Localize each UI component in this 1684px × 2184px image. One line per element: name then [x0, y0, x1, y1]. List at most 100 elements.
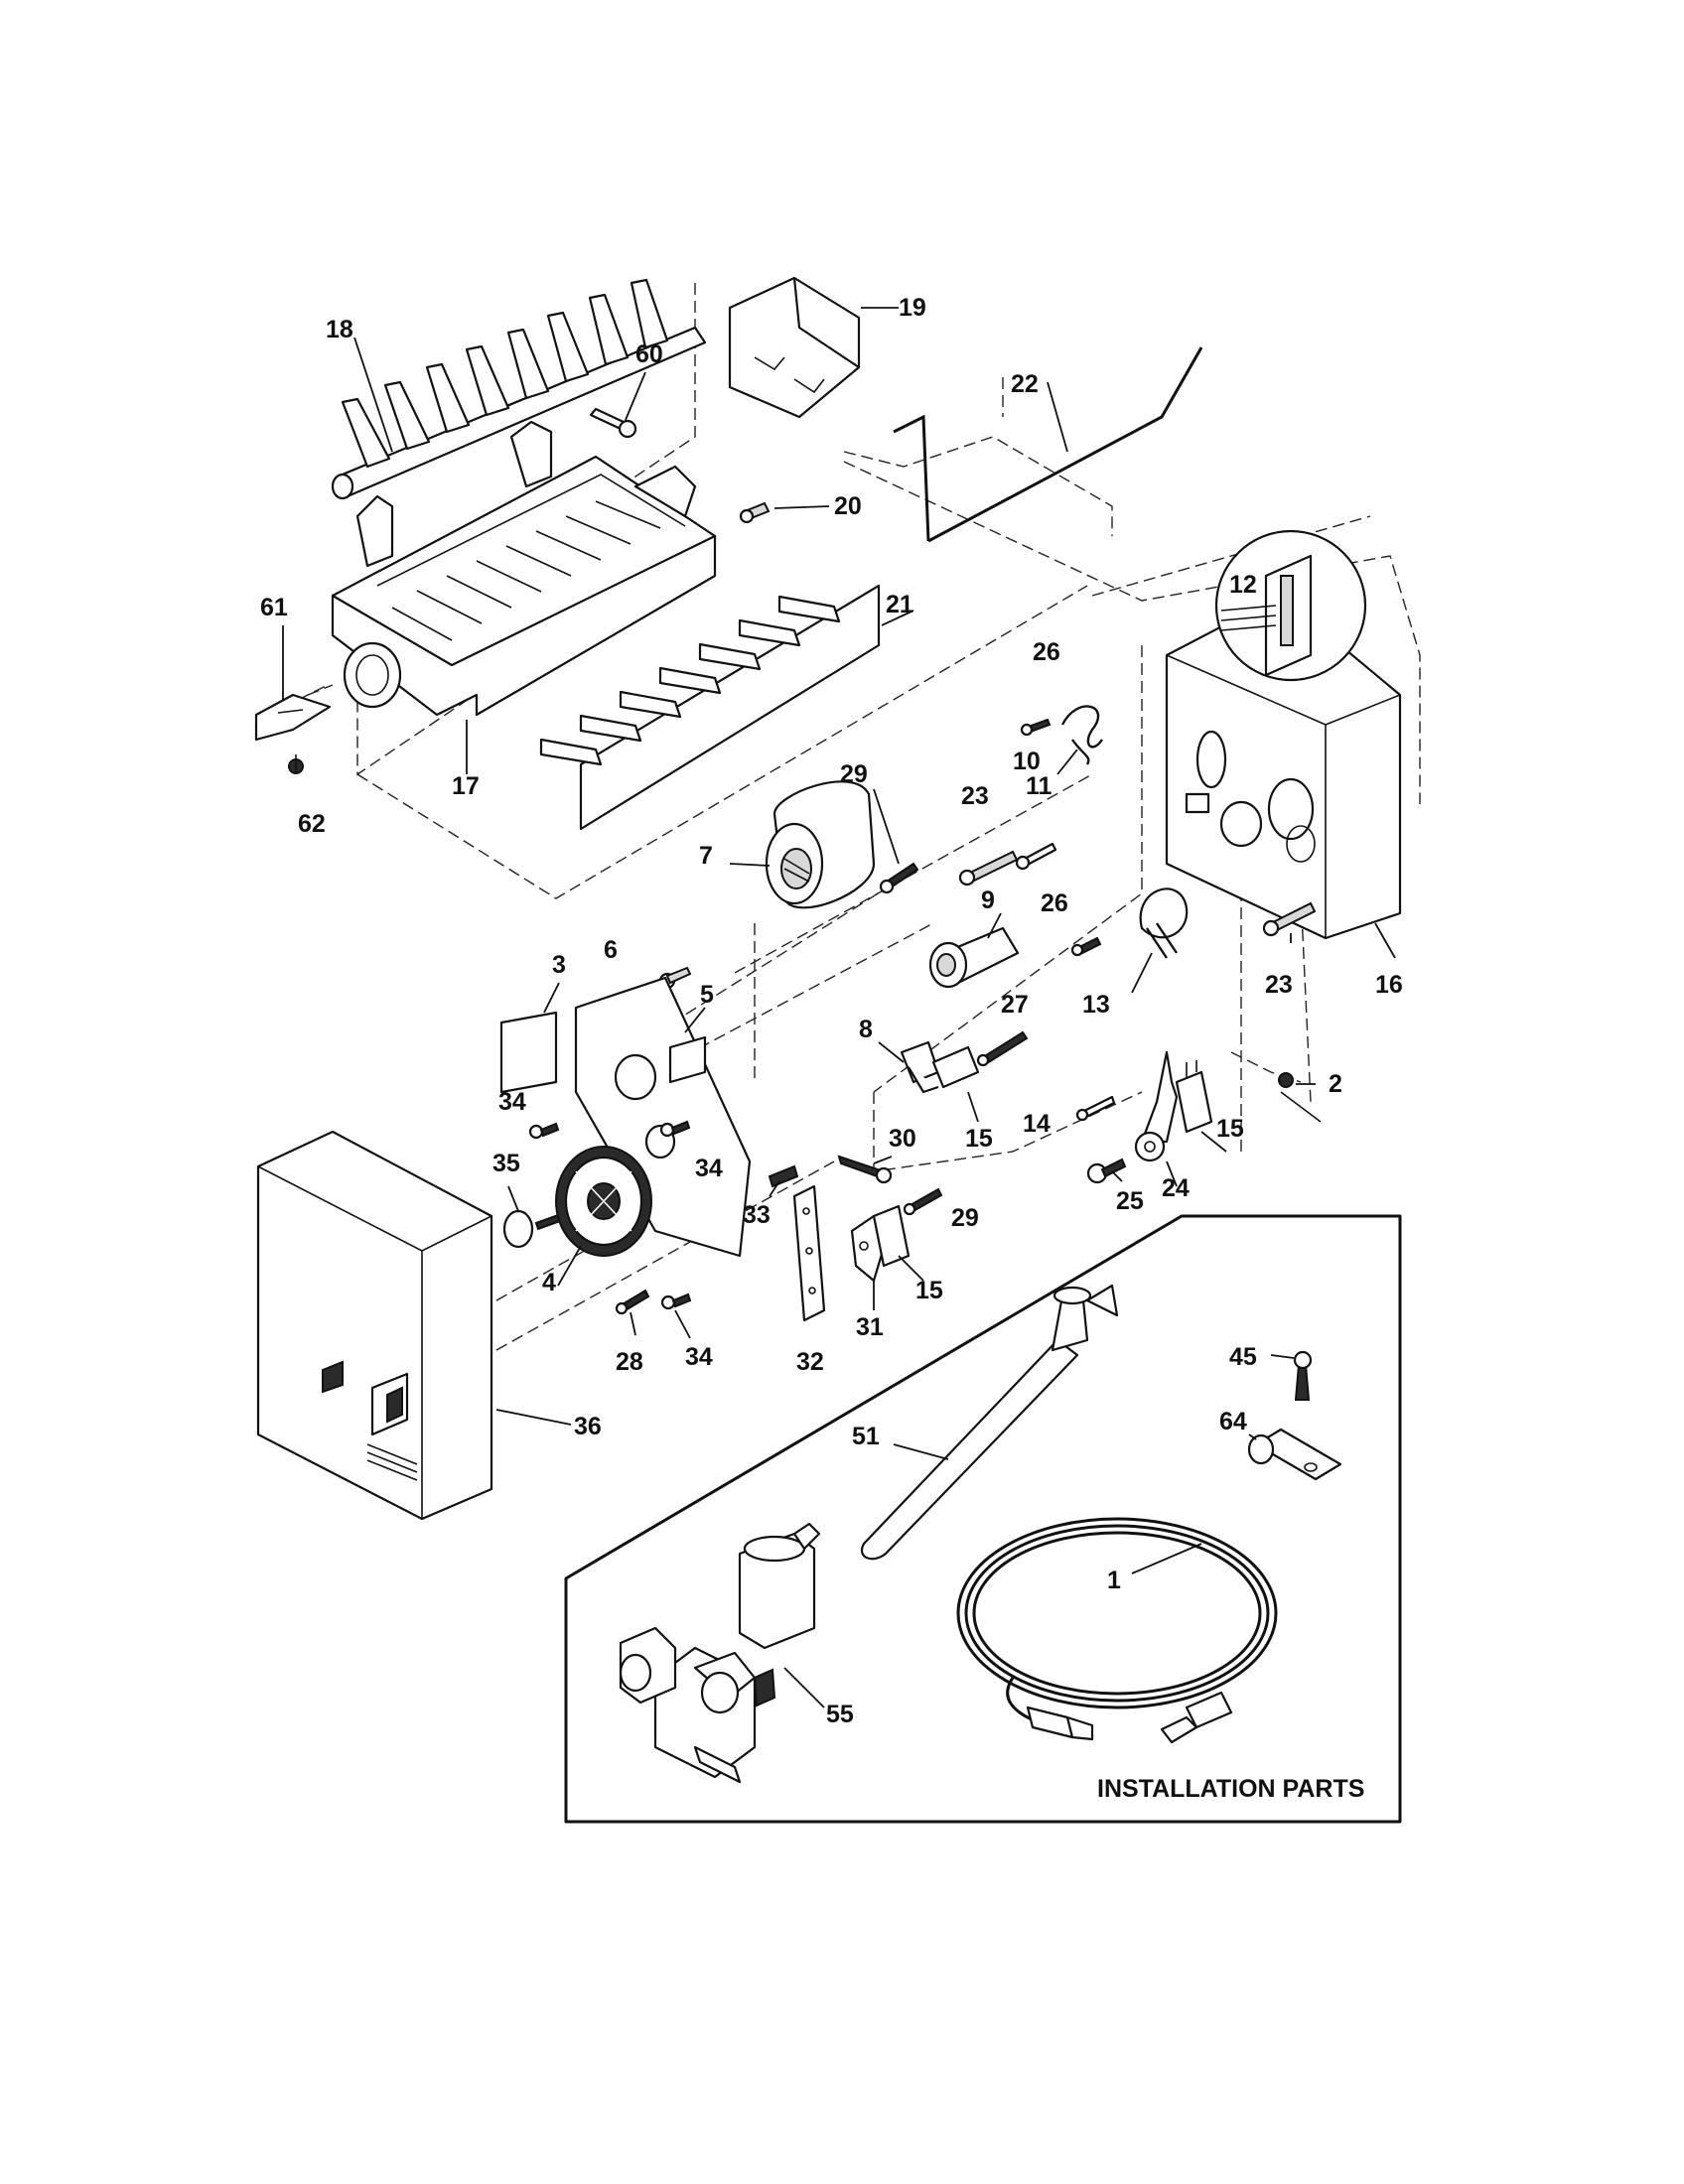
part-34a-screw	[528, 1122, 560, 1140]
callout-33: 33	[743, 1201, 771, 1229]
callout-45: 45	[1229, 1343, 1257, 1371]
callout-15a: 15	[965, 1125, 993, 1153]
callout-28: 28	[616, 1348, 643, 1376]
part-18-ejector	[331, 278, 707, 500]
part-26a-screw	[1020, 718, 1052, 737]
callout-8: 8	[859, 1016, 873, 1043]
callout-55: 55	[826, 1701, 854, 1728]
part-16-housing	[1165, 594, 1402, 959]
part-15a-switch	[931, 1045, 980, 1123]
part-15c-switch	[872, 1204, 924, 1282]
part-13-heater-clip	[1131, 887, 1189, 994]
callout-29a: 29	[840, 760, 868, 788]
callout-15c: 15	[915, 1277, 943, 1304]
callout-23b: 23	[1265, 971, 1293, 999]
callout-4: 4	[542, 1269, 556, 1297]
part-34b-screw	[659, 1120, 691, 1138]
callout-21: 21	[886, 591, 913, 618]
part-45-screw	[1270, 1350, 1313, 1401]
callout-labels: 1 2 3 4 5 6 7 8 9 10 11 12 13 14 15 15 1…	[260, 294, 1403, 1803]
callout-29b: 29	[951, 1204, 979, 1232]
part-28-screw	[615, 1289, 650, 1336]
callout-51: 51	[852, 1423, 880, 1450]
part-10-pin	[1015, 842, 1057, 871]
callout-31: 31	[856, 1313, 884, 1341]
part-27-screw	[976, 1030, 1029, 1067]
callout-14: 14	[1023, 1110, 1051, 1138]
part-35-washer	[502, 1185, 562, 1249]
callout-18: 18	[326, 316, 353, 343]
part-32-plate	[792, 1184, 826, 1322]
callout-27: 27	[1001, 991, 1029, 1019]
installation-parts-panel	[564, 1214, 1402, 1824]
callout-26a: 26	[1033, 638, 1060, 666]
callout-16: 16	[1375, 971, 1403, 999]
callout-64: 64	[1219, 1408, 1247, 1435]
part-19-shield	[728, 276, 899, 419]
callout-20: 20	[834, 492, 862, 520]
part-5-mounting-plate	[574, 976, 752, 1258]
part-11-wire-clip	[1056, 705, 1103, 775]
callout-61: 61	[260, 594, 288, 621]
callout-32: 32	[796, 1348, 824, 1376]
part-61-bracket	[254, 625, 332, 742]
callout-62: 62	[298, 810, 326, 838]
callout-6: 6	[604, 936, 618, 964]
part-34c-screw	[660, 1293, 692, 1339]
part-29a-screw	[873, 788, 919, 894]
callout-13: 13	[1082, 991, 1110, 1019]
part-14-pin	[1075, 1095, 1116, 1122]
part-15b-switch	[1175, 1060, 1227, 1153]
installation-parts-title: INSTALLATION PARTS	[1097, 1775, 1364, 1803]
part-17-mold	[331, 420, 717, 774]
part-55-water-valve	[619, 1522, 825, 1784]
part-8-bracket	[878, 1040, 940, 1094]
callout-2: 2	[1329, 1070, 1342, 1098]
part-23a-screw	[958, 850, 1019, 887]
callout-25: 25	[1116, 1187, 1144, 1215]
part-51-valve	[861, 1284, 1119, 1561]
part-29b-screw	[903, 1187, 943, 1216]
part-26b-screw	[1070, 936, 1102, 957]
callout-11: 11	[1026, 772, 1052, 800]
part-3-pad	[499, 982, 560, 1094]
callout-60: 60	[635, 341, 663, 368]
callout-34b: 34	[695, 1155, 723, 1182]
part-21-stripper	[539, 584, 914, 831]
part-24-lever	[1134, 1050, 1179, 1187]
callout-1: 1	[1107, 1567, 1121, 1594]
callout-17: 17	[452, 772, 480, 800]
part-62-screw	[288, 754, 304, 774]
part-9-thermostat	[928, 912, 1020, 989]
callout-26b: 26	[1041, 889, 1068, 917]
part-60-screw	[589, 371, 646, 439]
part-7-motor	[729, 780, 876, 909]
part-33-spring	[768, 1164, 799, 1197]
part-2-connector	[1278, 1072, 1322, 1123]
callout-22: 22	[1011, 370, 1039, 398]
callout-19: 19	[899, 294, 926, 322]
part-30-screw	[837, 1155, 893, 1184]
callout-35: 35	[492, 1150, 520, 1177]
callout-7: 7	[699, 842, 713, 870]
callout-23a: 23	[961, 782, 989, 810]
callout-34a: 34	[498, 1088, 526, 1116]
callout-15b: 15	[1216, 1115, 1244, 1143]
callout-30: 30	[889, 1125, 916, 1153]
part-23b-screw	[1262, 901, 1317, 943]
callout-5: 5	[700, 981, 714, 1009]
part-36-cover	[256, 1130, 572, 1521]
callout-34c: 34	[685, 1343, 713, 1371]
part-22-shutoff-arm	[893, 346, 1203, 543]
part-25-screw	[1086, 1158, 1127, 1184]
callout-10: 10	[1013, 748, 1041, 775]
part-4-gear	[555, 1146, 652, 1287]
callout-9: 9	[981, 887, 995, 914]
part-12-harness-connector	[1214, 529, 1367, 682]
callout-36: 36	[574, 1413, 602, 1440]
callout-3: 3	[552, 951, 566, 979]
callout-12: 12	[1229, 571, 1257, 599]
part-1-water-tube	[956, 1517, 1278, 1744]
callout-24: 24	[1162, 1174, 1190, 1202]
